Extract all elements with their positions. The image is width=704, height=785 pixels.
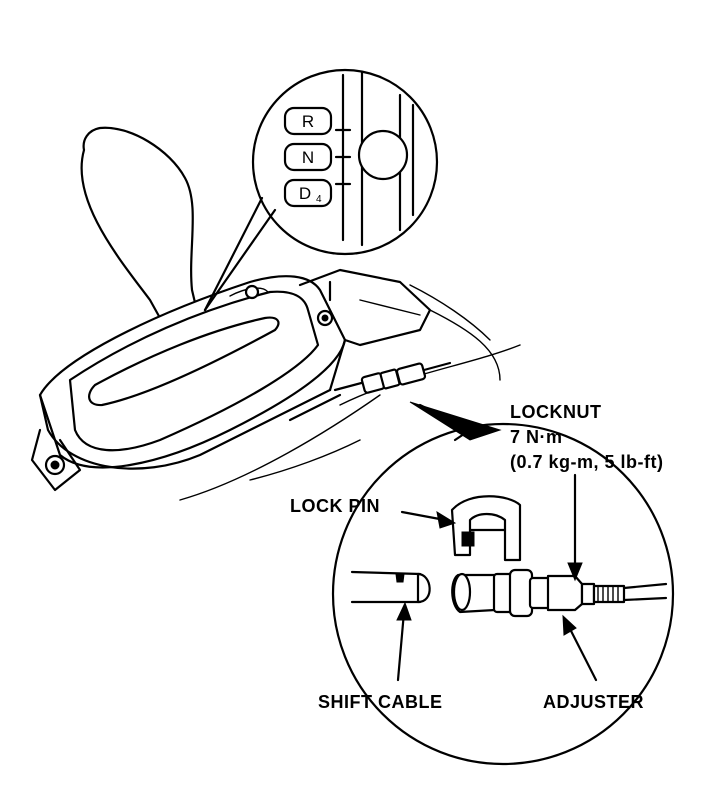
cable-assembly-small [333,361,452,394]
position-label-drive: D [299,184,311,203]
locknut-torque-alt: (0.7 kg-m, 5 lb-ft) [510,452,664,472]
detail-circle-indicator: R N D 4 [203,68,439,312]
position-label-reverse: R [302,112,314,131]
position-label-neutral: N [302,148,314,167]
adjuster-label: ADJUSTER [543,692,644,712]
locknut-torque: 7 N·m [510,427,563,447]
lock-pin-label: LOCK PIN [290,496,380,516]
detail-circle-adjuster [331,401,675,766]
shift-cable-label: SHIFT CABLE [318,692,443,712]
position-label-drive-sub: 4 [316,194,322,205]
shift-console [30,268,521,501]
locknut-title: LOCKNUT [510,402,602,422]
